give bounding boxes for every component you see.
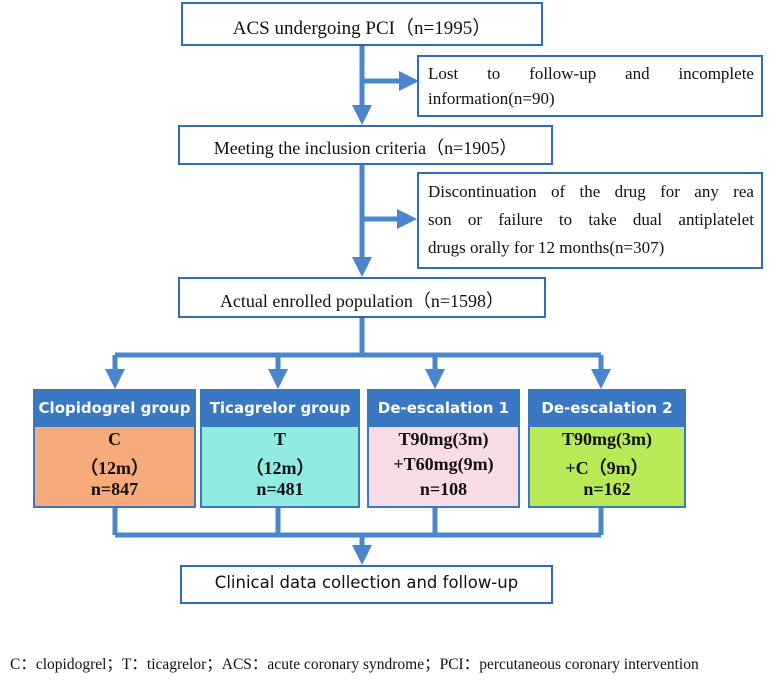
group-de-escalation-1-count: n=108	[419, 479, 468, 499]
excl2-word: or	[467, 210, 483, 229]
excl1-word: Lost	[428, 64, 459, 83]
excl2-word: the	[579, 182, 601, 201]
group-de-escalation-2-regimen: T90mg(3m)	[562, 429, 652, 449]
exclusion-lost-line2: information(n=90)	[428, 89, 555, 108]
excl1-word: to	[487, 64, 501, 83]
group-ticagrelor-body: T （12m） n=481	[200, 425, 360, 508]
excl2-word: Discontinuation	[428, 182, 537, 201]
excl1-word: and	[625, 64, 650, 83]
step-actual-enrolled	[178, 277, 546, 318]
excl2-word: dual	[632, 210, 663, 229]
group-ticagrelor-regimen: T	[273, 429, 286, 449]
group-clopidogrel-body: C （12m） n=847	[33, 425, 196, 508]
group-ticagrelor-count: n=481	[256, 479, 304, 499]
group-de-escalation-2-body: T90mg(3m) +C（9m） n=162	[528, 425, 686, 508]
group-clopidogrel-count: n=847	[90, 479, 139, 499]
exclusion-lost-line1: Lost to follow-up and incomplete	[428, 64, 754, 84]
group-de-escalation-1-body: T90mg(3m) +T60mg(9m) n=108	[367, 425, 520, 508]
excl2-word: to	[558, 210, 573, 229]
excl2-word: failure	[498, 210, 543, 229]
exclusion-discontinuation-line1: Discontinuation of the drug for any rea	[428, 182, 754, 202]
group-clopidogrel-duration: （12m）	[80, 458, 149, 478]
step-inclusion-criteria	[178, 125, 553, 165]
group-de-escalation-1-step: +T60mg(9m)	[393, 454, 494, 474]
group-clopidogrel-regimen: C	[108, 429, 121, 449]
abbreviations-footnote: C：clopidogrel；T：ticagrelor；ACS：acute cor…	[10, 656, 699, 673]
step-clinical-follow-up	[180, 565, 553, 604]
excl2-word: any	[694, 182, 719, 201]
group-de-escalation-1-regimen: T90mg(3m)	[398, 429, 489, 449]
step-actual-enrolled-label: Actual enrolled population（n=1598）	[219, 291, 505, 311]
step-acs-undergoing-pci	[181, 2, 543, 46]
group-de-escalation-2-step: +C（9m）	[565, 458, 649, 478]
excl2-word: take	[588, 210, 617, 229]
step-acs-undergoing-pci-label: ACS undergoing PCI（n=1995）	[232, 18, 492, 39]
excl2-word: drug	[614, 182, 646, 201]
group-de-escalation-2-count: n=162	[583, 479, 631, 499]
step-inclusion-criteria-label: Meeting the inclusion criteria（n=1905）	[213, 138, 518, 158]
exclusion-discontinuation-line2: son or failure to take dual antiplatelet	[428, 210, 754, 230]
excl1-word: follow-up	[529, 64, 597, 83]
group-de-escalation-1-title: De-escalation 1	[367, 389, 520, 426]
exclusion-lost-to-follow-up	[417, 55, 763, 117]
excl2-word: for	[660, 182, 680, 201]
group-ticagrelor-title: Ticagrelor group	[200, 389, 360, 426]
group-clopidogrel-title: Clopidogrel group	[33, 389, 196, 426]
excl2-word: of	[550, 182, 566, 201]
excl2-word: rea	[733, 182, 754, 201]
exclusion-discontinuation-line3: drugs orally for 12 months(n=307)	[428, 238, 665, 257]
excl2-word: son	[428, 210, 452, 229]
excl1-word: incomplete	[678, 64, 754, 83]
exclusion-discontinuation	[417, 172, 763, 269]
group-ticagrelor-duration: （12m）	[245, 458, 315, 478]
group-de-escalation-2-title: De-escalation 2	[528, 389, 686, 426]
excl2-word: antiplatelet	[678, 210, 754, 229]
step-clinical-follow-up-label: Clinical data collection and follow-up	[214, 573, 519, 592]
